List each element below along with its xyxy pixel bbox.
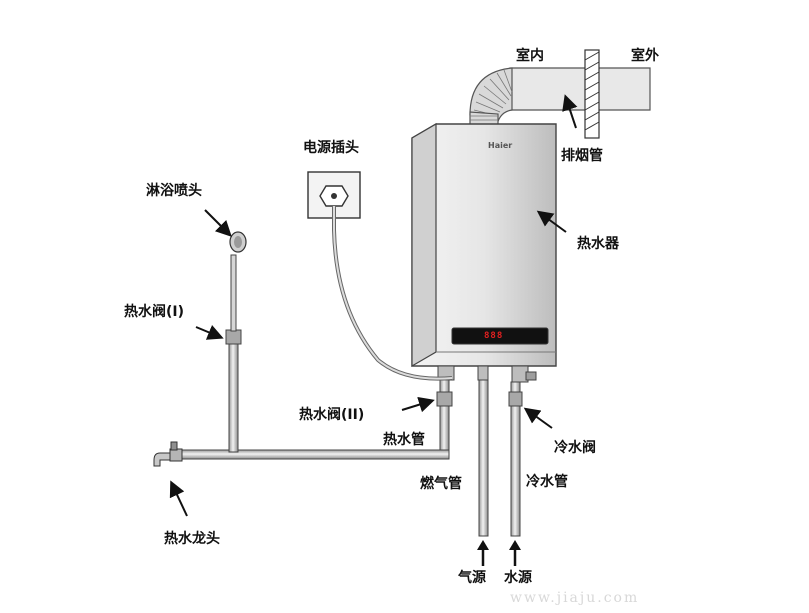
label-cold-water-pipe: 冷水管 [526,474,568,490]
heater-fittings [437,365,537,383]
label-cold-valve: 冷水阀 [554,440,596,456]
pointer-hot-valve-1 [195,325,224,340]
label-hot-valve-2: 热水阀(II) [299,407,365,423]
label-shower-head: 淋浴喷头 [146,183,202,199]
exhaust-pipe [469,67,651,131]
power-socket [307,171,361,219]
water-heater [411,122,557,368]
pointer-hot-valve-2 [401,396,435,413]
gas-pipe [478,379,489,537]
label-gas-pipe: 燃气管 [420,476,462,492]
label-outdoor: 室外 [631,48,659,64]
pointer-shower [204,209,232,237]
label-gas-source: 气源 [458,570,486,586]
label-hot-valve-1: 热水阀(I) [124,304,185,320]
hot-water-pipe [179,254,453,460]
shower-head [229,231,247,253]
pointer-exhaust [562,94,578,129]
label-hot-water-pipe: 热水管 [383,432,425,448]
label-water-source: 水源 [504,570,532,586]
label-hot-faucet: 热水龙头 [164,531,220,547]
label-water-heater: 热水器 [577,236,619,252]
pointer-cold-valve [523,407,553,429]
gas-source-arrow [477,540,489,566]
hot-faucet [153,441,183,467]
wall [584,49,600,139]
heater-brand-logo: Haier [488,141,513,150]
label-power-plug: 电源插头 [303,140,359,156]
label-exhaust-pipe: 排烟管 [561,148,603,164]
water-source-arrow [509,540,521,566]
heater-display-readout: 888 [484,331,504,341]
pointer-heater [536,210,567,233]
watermark: www.jiaju.com [510,590,640,606]
cold-water-pipe [510,381,521,537]
label-indoor: 室内 [516,48,544,64]
pointer-faucet [169,480,188,517]
cold-valve [508,391,523,407]
